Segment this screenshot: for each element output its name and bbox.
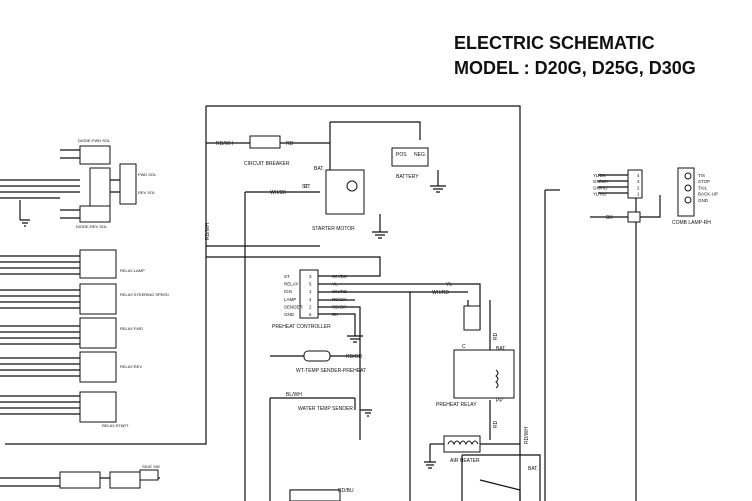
relay-pp-label: PP [496, 398, 503, 404]
comb-lamp-function: STOP [698, 179, 710, 184]
comb-lamp-pin-number: 3 [637, 179, 640, 184]
comb-lamp-pin-number: 2 [637, 185, 640, 190]
water-temp-sender-label: WATER TEMP SENDER [298, 406, 353, 412]
preheat-pin-wire: YL [332, 282, 338, 287]
wire-label-rd: RD [286, 141, 294, 147]
rev-sol-label: REV SOL [138, 190, 156, 195]
wire-label-rd-wh: RD/WH [216, 141, 233, 147]
preheat-pin-wire: WH/RD [332, 289, 348, 294]
preheat-pin-name: SENDER [284, 304, 304, 309]
wire-label-rd-vertical: RD [493, 332, 499, 340]
wire-label-rd-bu: RD/BU [338, 488, 354, 494]
preheat-pin-name: ST [284, 274, 290, 279]
air-heater-label: AIR HEATER [450, 458, 480, 464]
wt-temp-sender-preheat-label: WT-TEMP SENDER-PREHEAT [296, 368, 366, 374]
bottom-bat-label: BAT. [528, 466, 538, 472]
comb-lamp-wire: GN/WH [593, 179, 609, 184]
starter-motor-label: STARTER MOTOR [312, 226, 355, 232]
preheat-pin-wire: BK [332, 312, 338, 317]
diode-fwd-sol-label: DIODE-FWD SOL [78, 138, 111, 143]
preheat-pin-number: 6 [309, 312, 312, 317]
preheat-pin-wire: RD/GN [332, 297, 347, 302]
relay-bat-label: BAT. [496, 346, 506, 352]
relay-lamp-label: RELAY-LAMP [120, 268, 145, 273]
comb-lamp-function: T/S [698, 173, 705, 178]
wire-label-rd-wh-vertical-2: RD/WH [524, 427, 530, 444]
comb-lamp-function: GND [698, 198, 709, 203]
wire-label-yl: YL [446, 282, 452, 288]
preheat-relay-label: PREHEAT RELAY [436, 402, 477, 408]
comb-lamp-pin-number: 4 [637, 173, 640, 178]
title-line-2: MODEL : D20G, D25G, D30G [454, 58, 696, 78]
preheat-pin-name: LAMP [284, 297, 296, 302]
relay-steering-label: RELAY-STEERING SPEED [120, 292, 169, 297]
comb-lamp-rh-label: COMB LAMP-RH [672, 220, 711, 226]
wire-label-rd-wh-vertical: RD/WH [205, 223, 211, 240]
comb-lamp-pin-number: 1 [637, 192, 640, 197]
fwd-sol-label: FWD SOL [138, 172, 157, 177]
diode-rev-sol-label: DIODE-REV SOL [76, 224, 108, 229]
preheat-pin-name: GND [284, 312, 295, 317]
wire-label-rd-vertical-2: RD [493, 420, 499, 428]
starter-bat-label: BAT. [314, 166, 324, 172]
seat-sw-label: SEAT SW [142, 464, 160, 469]
wire-label-wh-bk: WH/BK [270, 190, 287, 196]
relay-start-label: RELAY-START [102, 423, 129, 428]
wire-label-bl-wh: BL/WH [286, 392, 302, 398]
comb-lamp-function: TAIL [698, 185, 708, 190]
wire-label-st: ST [304, 184, 310, 190]
comb-lamp-wire: GN/RD [593, 185, 608, 190]
relay-c-label: C [462, 344, 466, 350]
wire-label-wh-rd: WH/RD [432, 290, 449, 296]
preheat-pin-wire: WH/BK [332, 274, 347, 279]
preheat-pin-number: 4 [309, 297, 312, 302]
wire-label-rd-or-sender: RD/OR [346, 354, 363, 360]
preheat-controller-label: PREHEAT CONTROLLER [272, 324, 331, 330]
relay-fwd-label: RELAY-FWD [120, 326, 143, 331]
preheat-pin-name: RELAY [284, 282, 298, 287]
preheat-pin-wire: RD/OR [332, 304, 347, 309]
preheat-pin-number: 1 [309, 289, 312, 294]
battery-label: BATTERY [396, 174, 419, 180]
relay-rev-label: RELAY-REV [120, 364, 142, 369]
battery-pos-label: POS [396, 152, 407, 158]
preheat-pin-number: 2 [309, 304, 312, 309]
title-line-1: ELECTRIC SCHEMATIC [454, 33, 655, 53]
starter-st-label: ST [302, 184, 308, 190]
circuit-breaker-label: CIRCUIT BREAKER [244, 161, 290, 167]
comb-lamp-wire: YL/RD [593, 192, 607, 197]
comb-lamp-function: BACK-UP [698, 192, 718, 197]
preheat-pin-number: 3 [309, 274, 312, 279]
comb-lamp-wire: YL/BK [593, 173, 606, 178]
preheat-pin-name: IGN [284, 289, 292, 294]
preheat-pin-number: 5 [309, 282, 312, 287]
wire-label-bk-lamp: BK [606, 215, 613, 221]
battery-neg-label: NEG [414, 152, 425, 158]
